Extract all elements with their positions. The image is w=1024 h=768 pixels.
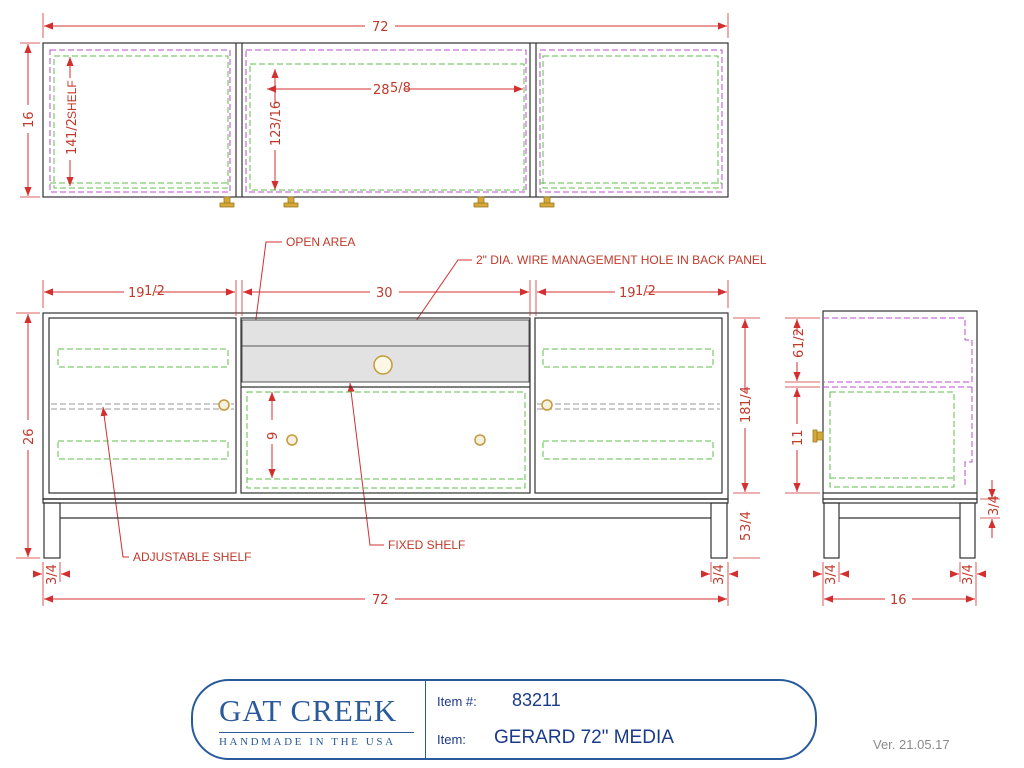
front-view: 19 1/2 30 19 1/2 26 18 1/4 5 3/4	[16, 280, 760, 608]
open-area-callout: OPEN AREA	[286, 235, 355, 249]
base-height-whole: 5	[739, 533, 754, 541]
title-block-divider	[425, 681, 426, 758]
top-width-dim: 72	[372, 20, 389, 35]
top-view: 72 16 14 1/2 SHELF 28 5/8 12 3/16	[20, 13, 729, 208]
side-top-opening-whole: 6	[792, 350, 807, 358]
item-name-value: GERARD 72" MEDIA	[494, 727, 674, 748]
front-width-dim: 72	[372, 593, 389, 608]
brand-logo: GAT CREEK HANDMADE IN THE USA	[209, 687, 419, 753]
side-leg-inset-frac: 3/4	[987, 495, 1002, 516]
drawer-knob-left	[286, 434, 298, 446]
drawer-height-dim: 9	[266, 432, 281, 440]
brand-tagline: HANDMADE IN THE USA	[219, 736, 396, 748]
top-depth-dim: 16	[22, 111, 37, 128]
side-view: 6 1/2 11 3/4 3/4 3/4 16	[785, 310, 1002, 608]
callouts: OPEN AREA 2" DIA. WIRE MANAGEMENT HOLE I…	[100, 235, 767, 564]
item-number-label: Item #:	[437, 694, 477, 709]
opening-depth-whole: 12	[269, 129, 284, 146]
brand-rule	[219, 732, 414, 733]
version-label: Ver. 21.05.17	[873, 737, 950, 752]
right-section-frac: 1/2	[635, 284, 656, 299]
opening-width-frac: 5/8	[390, 81, 411, 96]
front-leg-left-frac: 3/4	[45, 564, 60, 585]
front-leg-right-frac: 3/4	[712, 564, 727, 585]
right-section-whole: 19	[619, 286, 636, 301]
left-door-knob	[218, 399, 230, 411]
shelf-label: SHELF	[65, 80, 79, 119]
side-leg-right-frac: 3/4	[961, 564, 976, 585]
left-section-frac: 1/2	[144, 284, 165, 299]
fixed-shelf-callout: FIXED SHELF	[388, 538, 465, 552]
opening-width-whole: 28	[373, 83, 390, 98]
item-name-label: Item:	[437, 732, 466, 747]
item-number-value: 83211	[512, 690, 561, 710]
base-height-frac: 3/4	[739, 511, 754, 532]
center-section-dim: 30	[376, 286, 393, 301]
opening-depth-frac: 3/16	[269, 101, 284, 130]
front-height-dim: 26	[22, 428, 37, 445]
side-leg-left-frac: 3/4	[824, 564, 839, 585]
wire-hole-callout: 2" DIA. WIRE MANAGEMENT HOLE IN BACK PAN…	[476, 253, 767, 267]
shelf-depth-whole: 14	[65, 138, 80, 155]
case-height-frac: 1/4	[739, 386, 754, 407]
right-door-knob	[541, 399, 553, 411]
case-height-whole: 18	[739, 406, 754, 423]
brand-name: GAT CREEK	[219, 693, 398, 728]
side-top-opening-frac: 1/2	[792, 328, 807, 349]
title-block: GAT CREEK HANDMADE IN THE USA Item #: 83…	[191, 679, 817, 760]
side-depth-dim: 16	[890, 593, 907, 608]
adjustable-shelf-callout: ADJUSTABLE SHELF	[133, 550, 251, 564]
side-lower-opening-dim: 11	[791, 429, 806, 446]
shelf-depth-frac: 1/2	[65, 118, 80, 139]
drawer-knob-right	[474, 434, 486, 446]
wire-management-hole	[373, 355, 393, 375]
left-section-whole: 19	[128, 286, 145, 301]
